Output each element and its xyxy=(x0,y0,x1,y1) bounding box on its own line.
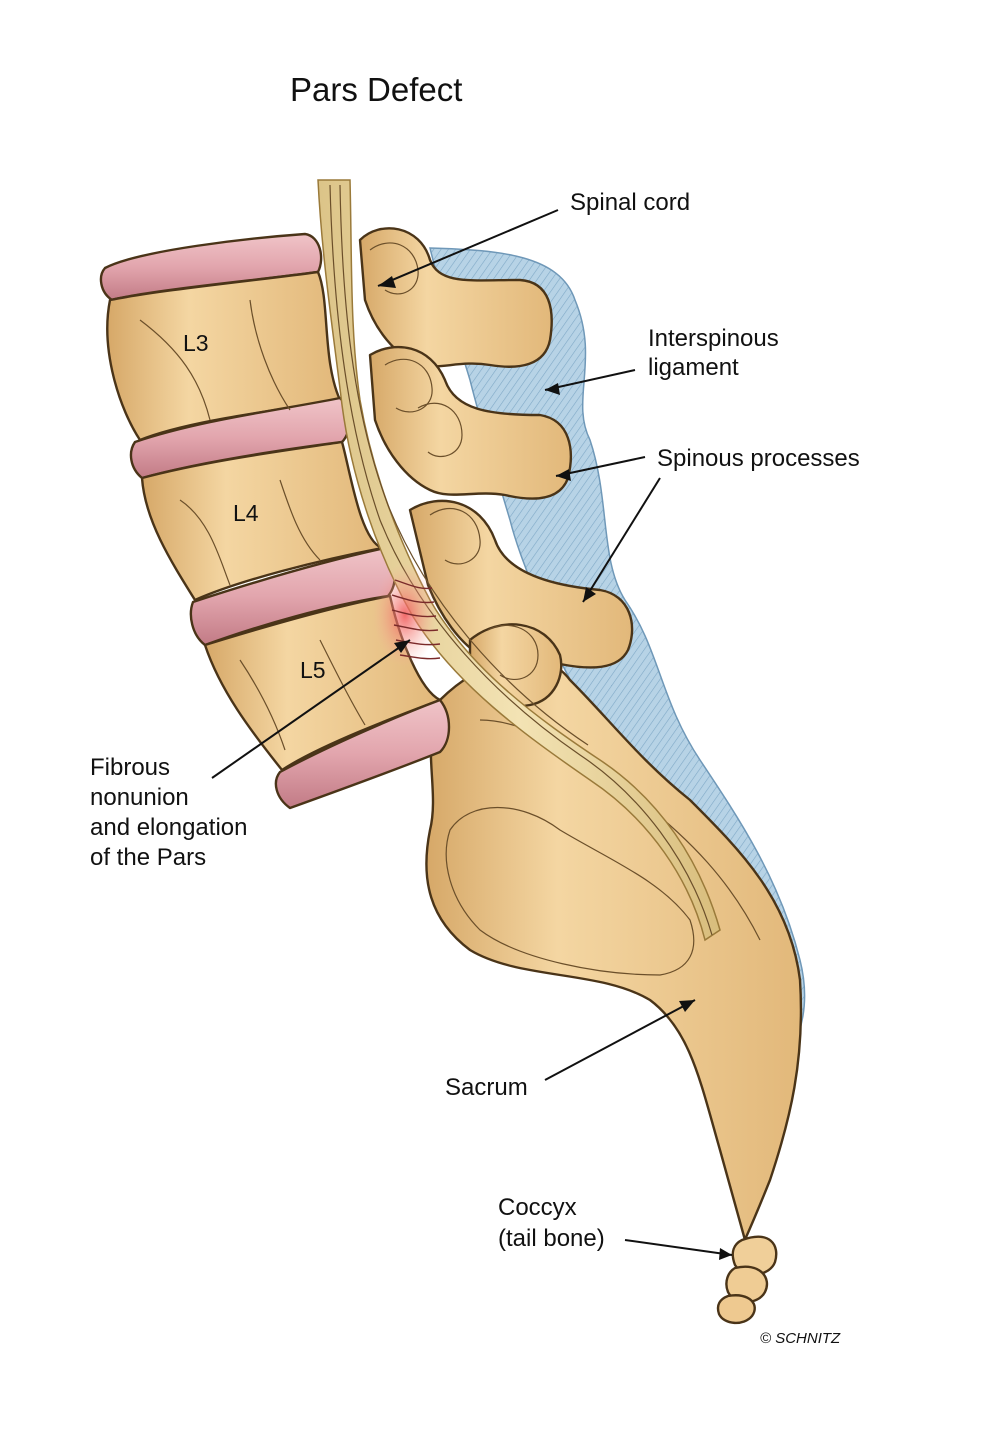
label-interspinous-line1: Interspinous xyxy=(648,325,779,352)
label-spinal-cord: Spinal cord xyxy=(570,189,690,216)
pars-fibrous-strands xyxy=(391,579,441,660)
leader-lines xyxy=(211,209,733,1260)
vertebra-label-l3: L3 xyxy=(183,330,209,356)
disc-l5-s1 xyxy=(274,698,451,810)
sacrum-shape xyxy=(425,657,803,1244)
label-coccyx-line1: Coccyx xyxy=(498,1194,577,1221)
label-sacrum: Sacrum xyxy=(445,1074,528,1101)
label-spinous-processes: Spinous processes xyxy=(657,445,860,472)
diagram-title: Pars Defect xyxy=(290,71,462,108)
label-pars-line3: and elongation xyxy=(90,814,247,841)
label-pars-line2: nonunion xyxy=(90,784,189,811)
label-pars-line1: Fibrous xyxy=(90,754,170,781)
pars-defect-highlight xyxy=(373,563,437,667)
label-interspinous-line2: ligament xyxy=(648,354,739,381)
coccyx-shape xyxy=(716,1235,778,1325)
label-pars-line4: of the Pars xyxy=(90,844,206,871)
artist-credit: © SCHNITZ xyxy=(760,1330,841,1347)
vertebra-label-l5: L5 xyxy=(300,657,326,683)
vertebra-label-l4: L4 xyxy=(233,500,259,526)
label-coccyx-line2: (tail bone) xyxy=(498,1225,605,1252)
